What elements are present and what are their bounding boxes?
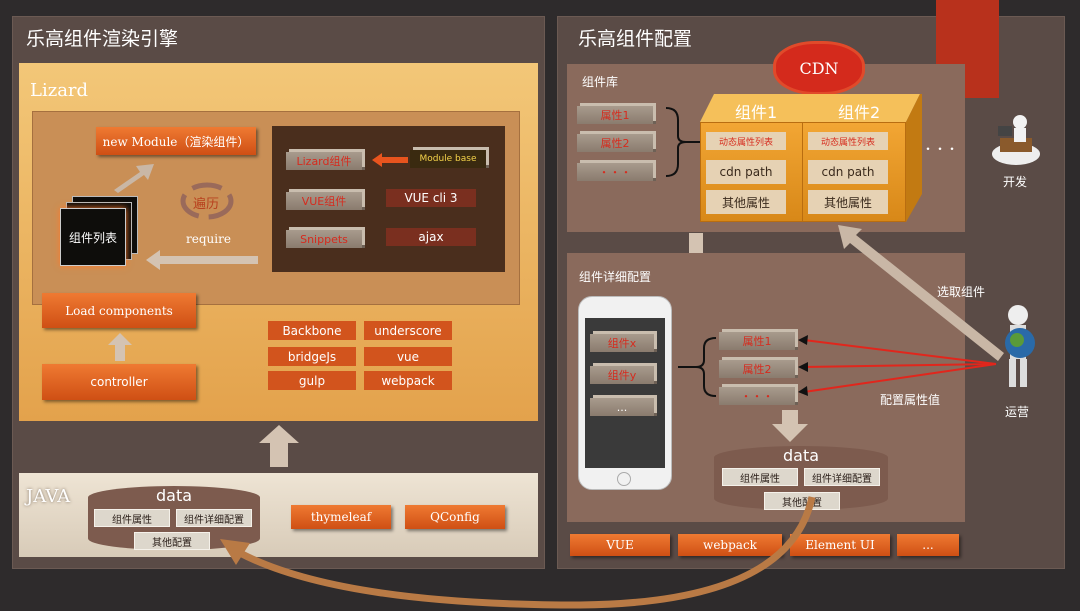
controller-box: controller: [42, 364, 196, 400]
library-ellipsis: ・・・: [922, 142, 959, 156]
phone-item-more: ...: [590, 398, 654, 416]
cube2-other-props: 其他属性: [808, 190, 888, 214]
java-item-other-config: 其他配置: [134, 532, 210, 550]
vue-cli-box: VUE cli 3: [386, 189, 476, 207]
cube1-cdn-path: cdn path: [706, 160, 786, 184]
config-arrows: [798, 335, 997, 396]
cdn-cloud: CDN: [776, 44, 862, 92]
phone-item-y: 组件y: [590, 366, 654, 384]
pick-component-arrow: [838, 225, 1004, 361]
ajax-box: ajax: [386, 228, 476, 246]
detail-title: 组件详细配置: [579, 270, 652, 284]
traverse-cycle-icon: [180, 182, 234, 220]
arrow-left-require: [146, 250, 258, 270]
java-item-component-detail: 组件详细配置: [176, 509, 252, 527]
snippets-chip: Snippets: [286, 230, 362, 248]
java-item-component-props: 组件属性: [94, 509, 170, 527]
detail-data-label: data: [783, 446, 820, 465]
detail-prop-2: 属性2: [719, 360, 795, 378]
require-label: require: [186, 232, 231, 246]
lib-prop-more: ・・・: [577, 163, 653, 181]
footer-element-ui: Element UI: [790, 534, 890, 556]
java-data-label: data: [156, 486, 193, 505]
footer-more: ...: [897, 534, 959, 556]
footer-webpack: webpack: [678, 534, 782, 556]
arrow-left-module: [372, 153, 408, 167]
developer-icon: [992, 115, 1040, 165]
config-values-label: 配置属性值: [880, 393, 941, 407]
library-title: 组件库: [582, 75, 619, 89]
lib-vue: vue: [364, 347, 452, 366]
arrow-up-controller: [108, 333, 132, 361]
detail-data-component-props: 组件属性: [722, 468, 798, 486]
lizard-component-chip: Lizard组件: [286, 152, 362, 170]
lib-prop-1: 属性1: [577, 106, 653, 124]
lib-prop-2: 属性2: [577, 134, 653, 152]
config-title: 乐高组件配置: [578, 28, 693, 50]
footer-vue: VUE: [570, 534, 670, 556]
cube1-top: [700, 94, 818, 122]
lib-bridgejs: bridgeJs: [268, 347, 356, 366]
component-list-box: 组件列表: [60, 208, 126, 266]
cube1-dynamic-list: 动态属性列表: [706, 132, 786, 150]
sync-curved-arrow: [220, 496, 816, 609]
traverse-label: 遍历: [193, 197, 220, 212]
detail-data-component-detail: 组件详细配置: [804, 468, 880, 486]
lib-underscore: underscore: [364, 321, 452, 340]
lib-gulp: gulp: [268, 371, 356, 390]
cube2-title: 组件2: [838, 103, 881, 122]
phone-item-x: 组件x: [590, 334, 654, 352]
operator-label: 运营: [1005, 405, 1030, 419]
new-module-box: new Module（渲染组件）: [96, 127, 256, 155]
qconfig-box: QConfig: [405, 505, 505, 529]
lizard-title: Lizard: [30, 80, 89, 101]
operator-icon: [1005, 305, 1035, 387]
load-components-box: Load components: [42, 293, 196, 328]
arrow-down-data: [772, 410, 808, 442]
arrow-up-right: [114, 164, 154, 193]
detail-data-other-config: 其他配置: [764, 492, 840, 510]
detail-brace: [678, 337, 717, 397]
render-engine-title: 乐高组件渲染引擎: [26, 28, 179, 50]
pick-component-label: 选取组件: [937, 285, 986, 299]
thymeleaf-box: thymeleaf: [291, 505, 391, 529]
detail-prop-more: ・・・: [719, 387, 795, 405]
arrow-up-java: [259, 425, 299, 467]
phone-home-button: [617, 472, 631, 486]
lib-webpack: webpack: [364, 371, 452, 390]
module-base-chip: Module base: [410, 150, 486, 168]
cube2-cdn-path: cdn path: [808, 160, 888, 184]
detail-prop-1: 属性1: [719, 332, 795, 350]
cube2-side: [906, 94, 922, 222]
cube2-dynamic-list: 动态属性列表: [808, 132, 888, 150]
cube2-top: [802, 94, 920, 122]
cube1-other-props: 其他属性: [706, 190, 786, 214]
lib-backbone: Backbone: [268, 321, 356, 340]
java-title: JAVA: [26, 486, 71, 507]
vue-component-chip: VUE组件: [286, 192, 362, 210]
developer-label: 开发: [1003, 175, 1028, 189]
cube1-title: 组件1: [735, 103, 778, 122]
